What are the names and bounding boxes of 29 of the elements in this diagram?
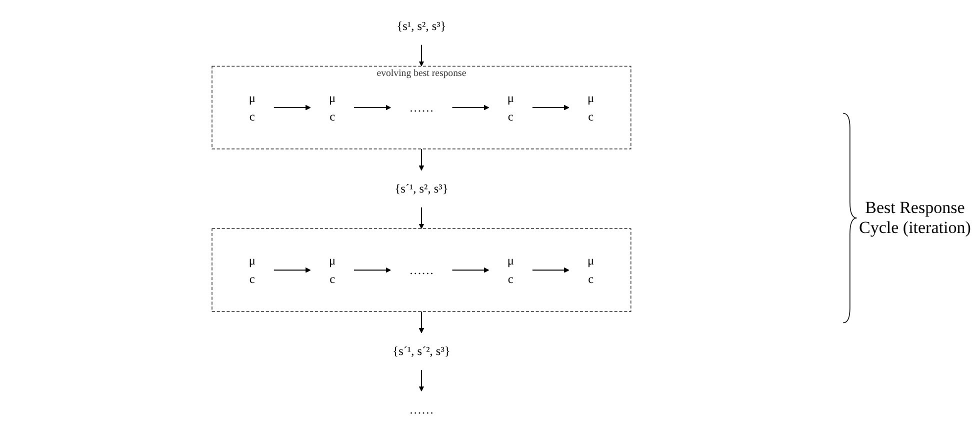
node-text: …… [408, 402, 434, 416]
node-text: {s¹, s², s³} [396, 20, 446, 34]
node-text: μ c [587, 92, 594, 124]
arrow [418, 44, 424, 66]
arrow [451, 267, 489, 273]
cluster [211, 228, 631, 312]
arrow [531, 104, 569, 110]
node-text: μ c [248, 254, 255, 286]
arrow [272, 104, 310, 110]
node-text: {s´¹, s´², s³} [392, 344, 450, 358]
arrow [418, 311, 424, 334]
arrow [353, 267, 391, 273]
arrow [353, 104, 391, 110]
node-text: μ c [328, 92, 336, 124]
node-text: {s´¹, s², s³} [394, 182, 448, 196]
node-text: …… [408, 263, 434, 277]
arrow [418, 206, 424, 229]
node-text: μ c [506, 92, 514, 124]
arrow [531, 267, 569, 273]
node-text: μ c [328, 254, 336, 286]
node-text: μ c [248, 92, 255, 124]
arrow [451, 104, 489, 110]
node-text: μ c [506, 254, 514, 286]
node-text: μ c [587, 254, 594, 286]
arrow [418, 148, 424, 171]
node-text: …… [408, 100, 434, 114]
arrow [418, 369, 424, 392]
arrow [272, 267, 310, 273]
bracket-label: Best Response Cycle (iteration) [858, 198, 972, 238]
